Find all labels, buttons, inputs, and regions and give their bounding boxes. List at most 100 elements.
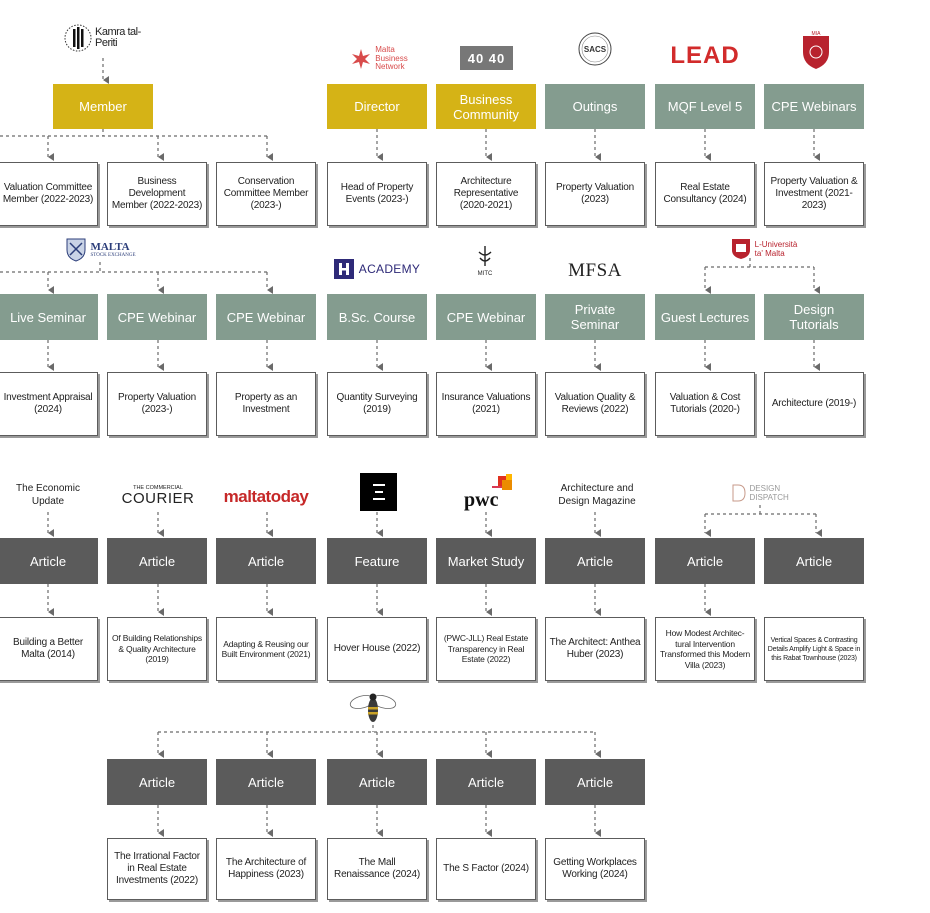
mitc-emblem-icon bbox=[478, 246, 492, 266]
kamra-tal-periti-logo: Kamra tal-Periti bbox=[58, 18, 153, 58]
item-architecture-happiness: The Architecture of Happiness (2023) bbox=[216, 838, 316, 900]
bee-icon bbox=[349, 693, 397, 722]
pwc-blocks-icon bbox=[492, 474, 512, 490]
adm-logo: Architecture and Design Magazine bbox=[549, 480, 645, 510]
item-mall-renaissance: The Mall Renaissance (2024) bbox=[327, 838, 427, 900]
lead-logo: LEAD bbox=[668, 40, 742, 72]
category-market-study: Market Study bbox=[436, 538, 536, 584]
item-valuation-cost-tutorials: Valuation & Cost Tutorials (2020-) bbox=[655, 372, 755, 436]
dd-mark-icon bbox=[732, 484, 746, 502]
mbn-line-3: Network bbox=[375, 62, 405, 72]
item-head-of-property-events: Head of Property Events (2023-) bbox=[327, 162, 427, 226]
item-quantity-surveying: Quantity Surveying (2019) bbox=[327, 372, 427, 436]
kamra-emblem-icon bbox=[64, 24, 92, 52]
category-outings: Outings bbox=[545, 84, 645, 129]
category-article-10: Article bbox=[436, 759, 536, 805]
item-property-valuation-webinar: Property Valuation (2023-) bbox=[107, 372, 207, 436]
category-live-seminar: Live Seminar bbox=[0, 294, 98, 340]
mse-line-2: STOCK EXCHANGE bbox=[90, 252, 136, 258]
category-feature: Feature bbox=[327, 538, 427, 584]
item-adapting-reusing: Adapting & Reusing our Built Environment… bbox=[216, 617, 316, 681]
item-irrational-factor: The Irrational Factor in Real Estate Inv… bbox=[107, 838, 207, 900]
mitc-text: MITC bbox=[477, 271, 493, 277]
category-article-7: Article bbox=[107, 759, 207, 805]
item-building-better-malta: Building a Better Malta (2014) bbox=[0, 617, 98, 681]
item-real-estate-consultancy: Real Estate Consultancy (2024) bbox=[655, 162, 755, 226]
category-article-3: Article bbox=[216, 538, 316, 584]
e-mark-icon bbox=[372, 484, 385, 500]
mse-line-1: MALTA bbox=[90, 240, 130, 253]
mfsa-text: MFSA bbox=[568, 260, 622, 281]
bee-logo bbox=[348, 690, 398, 726]
category-member: Member bbox=[53, 84, 153, 129]
item-business-development: Business Development Member (2022-2023) bbox=[107, 162, 207, 226]
courier-small-text: THE COMMERCIAL bbox=[133, 484, 183, 491]
item-architecture-representative: Architecture Representative (2020-2021) bbox=[436, 162, 536, 226]
economic-update-logo: The Economic Update bbox=[4, 480, 92, 510]
item-s-factor: The S Factor (2024) bbox=[436, 838, 536, 900]
item-valuation-quality: Valuation Quality & Reviews (2022) bbox=[545, 372, 645, 436]
mia-logo: MIA bbox=[800, 30, 832, 70]
kamra-logo-text: Kamra tal-Periti bbox=[95, 26, 141, 49]
um-crest-icon bbox=[731, 239, 750, 259]
item-valuation-committee: Valuation Committee Member (2022-2023) bbox=[0, 162, 98, 226]
forty-forty-logo: 40 40 bbox=[460, 46, 513, 70]
courier-logo: THE COMMERCIAL COURIER bbox=[118, 483, 198, 507]
category-article-9: Article bbox=[327, 759, 427, 805]
category-article-11: Article bbox=[545, 759, 645, 805]
category-guest-lectures: Guest Lectures bbox=[655, 294, 755, 340]
design-dispatch-text: DESIGN DISPATCH bbox=[749, 484, 789, 502]
item-workplaces-working: Getting Workplaces Working (2024) bbox=[545, 838, 645, 900]
pwc-logo: pwc bbox=[460, 474, 516, 512]
um-logo: L-Università ta' Malta bbox=[726, 237, 802, 261]
item-modest-intervention: How Modest Architec-tural Intervention T… bbox=[655, 617, 755, 681]
mse-shield-icon bbox=[66, 238, 86, 262]
academy-mark-icon bbox=[333, 259, 354, 279]
item-investment-appraisal: Investment Appraisal (2024) bbox=[0, 372, 98, 436]
category-cpe-webinar-1: CPE Webinar bbox=[107, 294, 207, 340]
mitc-logo: MITC bbox=[470, 240, 500, 282]
item-conservation-committee: Conservation Committee Member (2023-) bbox=[216, 162, 316, 226]
item-property-as-investment: Property as an Investment bbox=[216, 372, 316, 436]
academy-logo: ACADEMY bbox=[330, 258, 424, 280]
um-line-1: L-Università bbox=[754, 240, 798, 249]
courier-text: COURIER bbox=[121, 489, 195, 507]
economic-update-text: The Economic Update bbox=[16, 483, 80, 507]
mfsa-logo: MFSA bbox=[552, 260, 638, 282]
maltatoday-text: maltatoday bbox=[223, 487, 309, 506]
sacs-text: SACS bbox=[583, 44, 607, 54]
sacs-logo: SACS bbox=[576, 31, 614, 67]
academy-text: ACADEMY bbox=[358, 262, 421, 276]
mia-crest-icon bbox=[803, 36, 829, 69]
item-property-valuation-outings: Property Valuation (2023) bbox=[545, 162, 645, 226]
category-cpe-webinar-2: CPE Webinar bbox=[216, 294, 316, 340]
category-article-5: Article bbox=[655, 538, 755, 584]
category-business-community: Business Community bbox=[436, 84, 536, 129]
item-property-valuation-investment: Property Valuation & Investment (2021-20… bbox=[764, 162, 864, 226]
category-article-4: Article bbox=[545, 538, 645, 584]
category-cpe-webinar-3: CPE Webinar bbox=[436, 294, 536, 340]
um-line-2: ta' Malta bbox=[754, 249, 785, 258]
item-insurance-valuations: Insurance Valuations (2021) bbox=[436, 372, 536, 436]
item-vertical-spaces: Vertical Spaces & Contrasting Details Am… bbox=[764, 617, 864, 681]
category-bsc-course: B.Sc. Course bbox=[327, 294, 427, 340]
category-mqf-level-5: MQF Level 5 bbox=[655, 84, 755, 129]
category-design-tutorials: Design Tutorials bbox=[764, 294, 864, 340]
item-architect-anthea-huber: The Architect: Anthea Huber (2023) bbox=[545, 617, 645, 681]
lead-text: LEAD bbox=[670, 42, 740, 69]
item-real-estate-transparency: (PWC-JLL) Real Estate Transparency in Re… bbox=[436, 617, 536, 681]
adm-text: Architecture and Design Magazine bbox=[558, 483, 636, 507]
forty-forty-text: 40 40 bbox=[467, 50, 506, 66]
mbn-line-1: Malta bbox=[375, 45, 395, 55]
mbn-cross-icon bbox=[352, 49, 371, 69]
maltatoday-logo: maltatoday bbox=[216, 486, 316, 508]
category-article-8: Article bbox=[216, 759, 316, 805]
mia-text: MIA bbox=[811, 31, 821, 37]
mbn-line-2: Business bbox=[375, 53, 408, 63]
feature-logo bbox=[360, 473, 397, 511]
sacs-ring-icon bbox=[578, 32, 612, 66]
mse-logo: MALTA STOCK EXCHANGE bbox=[62, 236, 140, 264]
category-article-2: Article bbox=[107, 538, 207, 584]
